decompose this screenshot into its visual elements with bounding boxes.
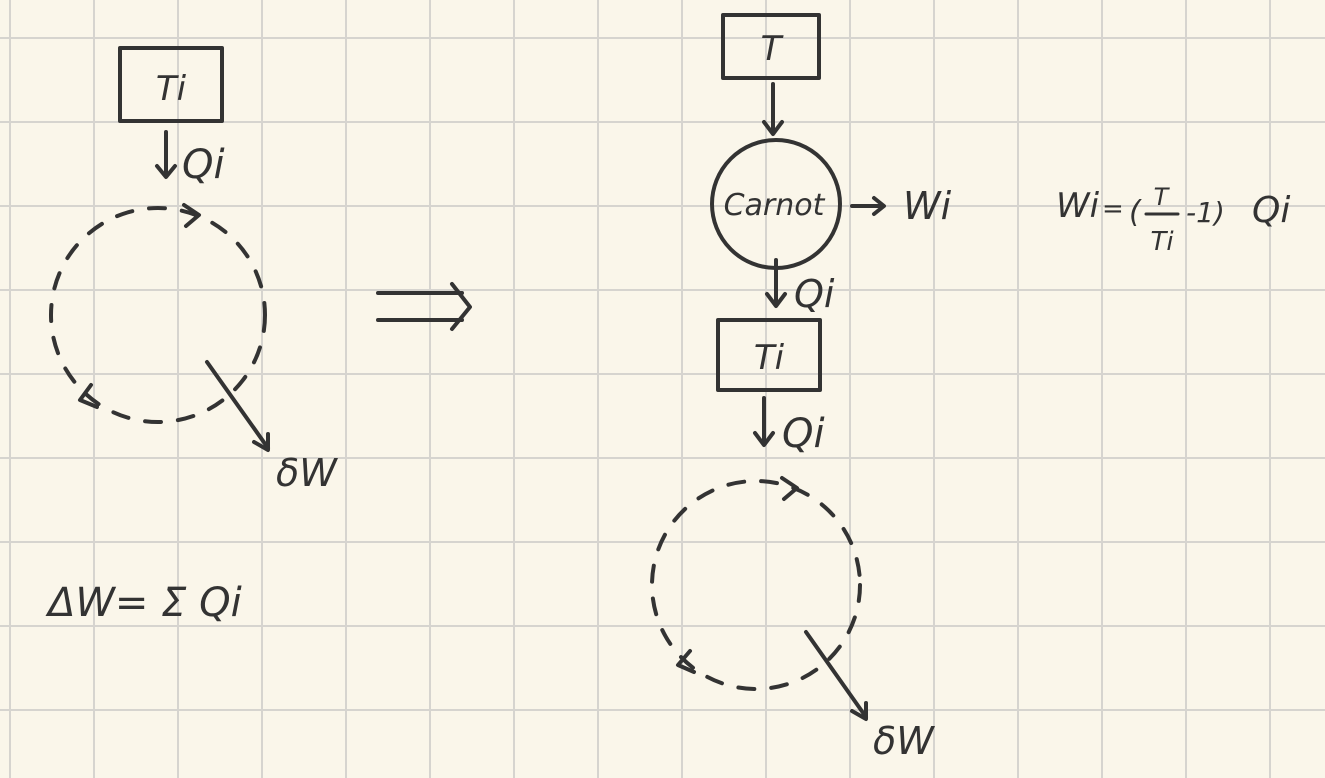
heat-qi-label: Qi (182, 142, 225, 188)
heat-arrow-right (753, 396, 775, 447)
formula-minus-one: -1) (1186, 196, 1225, 229)
engine-work-arrow (850, 196, 886, 216)
reservoir-t-label: T (761, 29, 784, 69)
work-arrow (205, 360, 270, 452)
cycle-arrowhead-bottom (78, 383, 99, 409)
work-label-right: δW (873, 719, 935, 763)
reservoir-ti-box (118, 46, 224, 123)
engine-work-label: Wi (903, 184, 952, 228)
left-diagram: Ti Qi δW ΔW= Σ Qi (45, 46, 338, 626)
engine-heat-out-label: Qi (794, 272, 835, 316)
cycle-circle (49, 206, 267, 424)
cycle-circle-right (650, 479, 862, 691)
formula-factor: Qi (1252, 190, 1290, 231)
formula-open-paren: ( (1129, 195, 1142, 230)
heat-in-arrow (762, 82, 784, 136)
formula-equals: = (1102, 194, 1124, 224)
formula-lhs: Wi (1056, 186, 1100, 226)
implies-arrow (376, 282, 472, 331)
right-diagram: T Carnot Wi Qi Ti Qi δW (650, 13, 952, 763)
reservoir-t-box (721, 13, 821, 80)
work-label: δW (276, 451, 338, 495)
heat-arrow (155, 130, 177, 179)
reservoir-ti-box-right (716, 318, 822, 392)
formula-denominator: Ti (1150, 227, 1174, 257)
work-arrow-right (804, 630, 868, 721)
sum-equation: ΔW= Σ Qi (45, 580, 242, 626)
cycle-arrowhead-top-right (780, 476, 799, 501)
heat-qi-label-right: Qi (782, 411, 825, 457)
cycle-arrowhead-top (182, 203, 201, 228)
work-formula: Wi = ( T Ti -1) Qi (1056, 183, 1290, 257)
formula-numerator: T (1154, 183, 1171, 211)
reservoir-ti-label: Ti (156, 69, 187, 109)
carnot-engine-label: Carnot (724, 188, 826, 223)
cycle-arrowhead-bottom-right (676, 649, 696, 674)
heat-out-arrow (765, 258, 787, 308)
reservoir-ti-label-right: Ti (754, 338, 785, 378)
